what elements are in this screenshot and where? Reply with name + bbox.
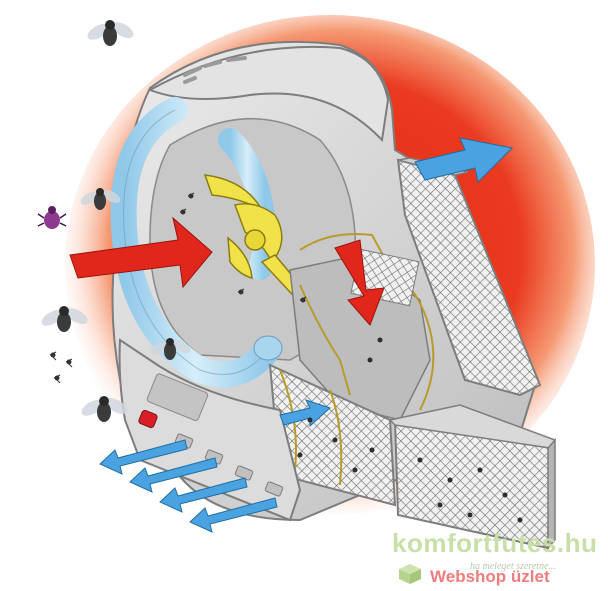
beetle-icon: [37, 206, 67, 229]
exhaust-arrow-blue: [414, 137, 514, 184]
watermark-shop: Webshop üzlet: [430, 567, 550, 586]
basket-arrow-blue: [279, 399, 331, 428]
watermark-tagline: ha meleget szeretne...: [470, 561, 556, 572]
drawer-side: [547, 438, 556, 550]
outflow-arrow-3: [159, 477, 248, 513]
uv-lamp-cap: [253, 335, 283, 361]
fly-icon: [81, 396, 128, 422]
fan-hub: [244, 229, 266, 251]
fly-icon: [80, 188, 121, 210]
power-switch: [138, 409, 158, 429]
outflow-arrows: [99, 439, 278, 533]
fly-icon: [41, 306, 88, 332]
intake-arrow-red: [69, 216, 213, 289]
rim-slots: [183, 56, 247, 84]
outflow-arrow-2: [129, 457, 218, 493]
watermark-domain: komfortfutes.hu: [392, 528, 598, 558]
cube-icon: [399, 564, 421, 584]
fan-blade: [227, 236, 253, 279]
outflow-arrow-4: [189, 497, 278, 533]
housing-top: [147, 45, 390, 143]
fly-icon: [150, 338, 191, 360]
trapped-insects: [297, 337, 523, 523]
fly-icon: [87, 20, 134, 46]
funnel-wire: [299, 233, 435, 411]
downflow-arrow-red: [334, 239, 385, 326]
control-slot: [146, 373, 209, 421]
uv-lamp-ring-outline: [123, 109, 269, 375]
mosquito-icon: [49, 192, 307, 384]
outflow-arrow-1: [99, 439, 188, 475]
